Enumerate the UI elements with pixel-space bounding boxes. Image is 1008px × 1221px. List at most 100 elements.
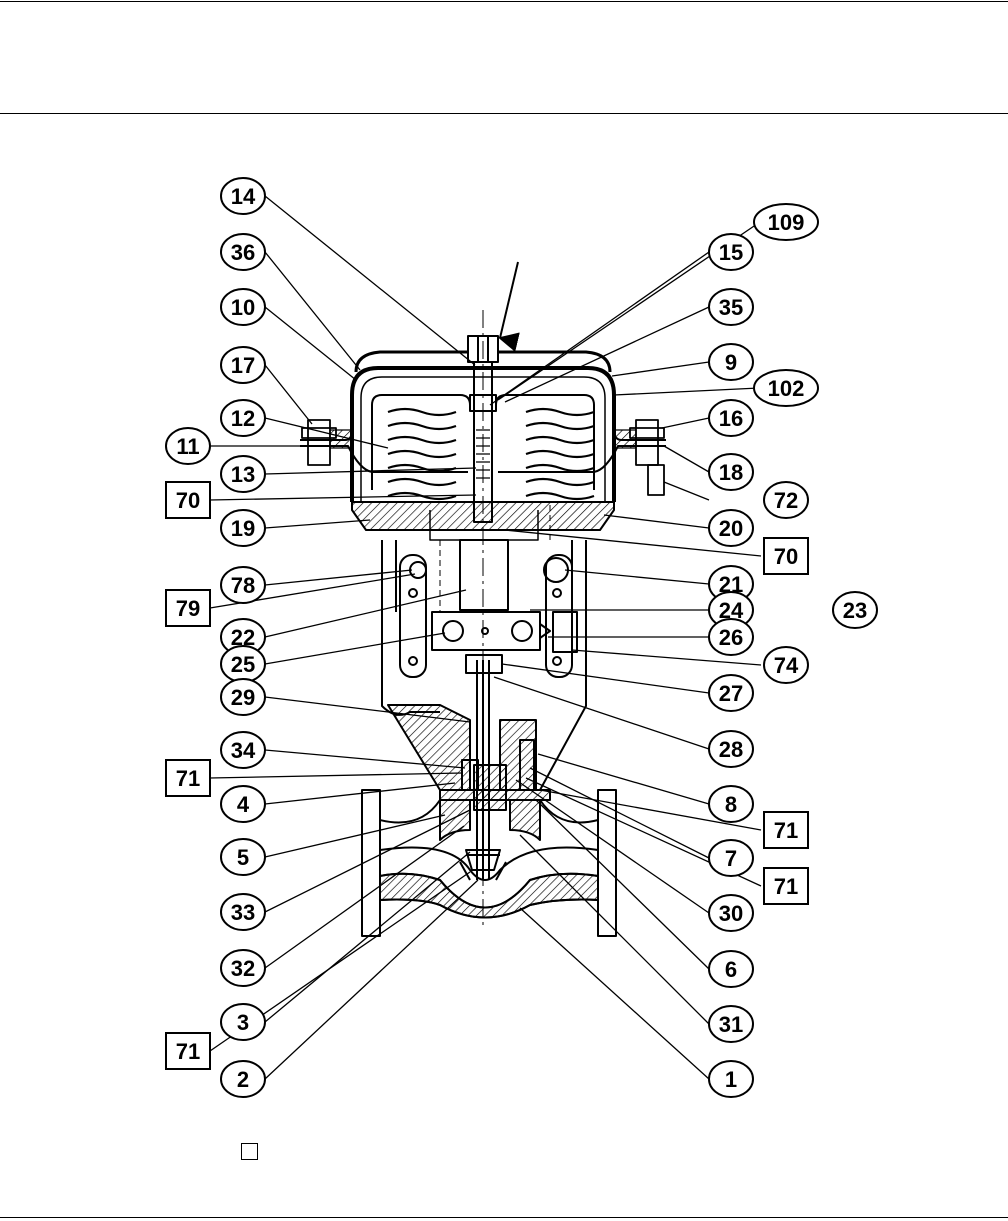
callout-18: 18 (708, 453, 754, 491)
callout-label: 30 (719, 901, 743, 926)
callout-74: 74 (763, 646, 809, 684)
callout-label: 71 (176, 1039, 200, 1064)
leader-lines (209, 195, 762, 1080)
callout-13: 13 (220, 455, 266, 493)
flange-bolts (301, 419, 665, 496)
callout-circle (220, 893, 266, 931)
callout-box (763, 867, 809, 905)
callout-25: 25 (220, 645, 266, 683)
air-supply-arrow (498, 261, 520, 352)
callout-circle (220, 566, 266, 604)
callout-circle (708, 288, 754, 326)
callout-3: 3 (220, 1003, 266, 1041)
callout-label: 102 (768, 376, 805, 401)
callout-label: 29 (231, 685, 255, 710)
callout-10: 10 (220, 288, 266, 326)
callout-label: 7 (725, 846, 737, 871)
callout-circle (708, 730, 754, 768)
callout-circle (832, 591, 878, 629)
callout-label: 109 (768, 210, 805, 235)
callout-34: 34 (220, 731, 266, 769)
callout-circle (220, 455, 266, 493)
callout-109: 109 (753, 203, 819, 241)
callout-label: 1 (725, 1067, 737, 1092)
callout-label: 26 (719, 625, 743, 650)
callout-circle (220, 346, 266, 384)
callout-label: 16 (719, 406, 743, 431)
callout-71: 71 (763, 867, 809, 905)
callout-label: 11 (176, 434, 199, 459)
callout-label: 28 (719, 737, 743, 762)
callout-label: 3 (237, 1010, 249, 1035)
callout-label: 19 (231, 516, 255, 541)
callout-1: 1 (708, 1060, 754, 1098)
callout-16: 16 (708, 399, 754, 437)
callout-circle (708, 839, 754, 877)
callout-label: 79 (176, 596, 200, 621)
callout-label: 8 (725, 792, 737, 817)
callout-circle (220, 731, 266, 769)
callout-circle (753, 203, 819, 241)
callout-70: 70 (763, 537, 809, 575)
callout-72: 72 (763, 481, 809, 519)
callout-circle (708, 950, 754, 988)
callout-circle (220, 678, 266, 716)
top-border-rule (0, 1, 1008, 2)
callout-8: 8 (708, 785, 754, 823)
callout-circle (220, 838, 266, 876)
callout-label: 34 (231, 738, 256, 763)
callout-label: 71 (774, 818, 798, 843)
callout-circle (708, 343, 754, 381)
callout-label: 15 (719, 240, 743, 265)
callout-102: 102 (753, 369, 819, 407)
callout-label: 35 (719, 295, 743, 320)
callout-label: 72 (774, 488, 798, 513)
callout-27: 27 (708, 674, 754, 712)
callout-label: 33 (231, 900, 255, 925)
callout-78: 78 (220, 566, 266, 604)
callout-circle (165, 427, 211, 465)
callout-15: 15 (708, 233, 754, 271)
callout-17: 17 (220, 346, 266, 384)
callout-circle (708, 618, 754, 656)
callout-label: 14 (231, 184, 256, 209)
callout-box (165, 589, 211, 627)
callout-box (763, 537, 809, 575)
callout-33: 33 (220, 893, 266, 931)
callout-71: 71 (763, 811, 809, 849)
callout-box (165, 759, 211, 797)
callout-label: 25 (231, 652, 255, 677)
callout-35: 35 (708, 288, 754, 326)
callout-circle (708, 453, 754, 491)
callout-circle (708, 233, 754, 271)
callout-label: 18 (719, 460, 743, 485)
header-divider-rule (0, 113, 1008, 114)
callout-6: 6 (708, 950, 754, 988)
callout-5: 5 (220, 838, 266, 876)
callout-circle (220, 177, 266, 215)
callout-32: 32 (220, 949, 266, 987)
valve-body (361, 789, 617, 937)
callout-circle (220, 1003, 266, 1041)
callout-23: 23 (832, 591, 878, 629)
legend-box-symbol (241, 1143, 258, 1160)
callout-circle (708, 1060, 754, 1098)
callout-label: 20 (719, 516, 743, 541)
callout-circle (220, 949, 266, 987)
callout-circle (763, 481, 809, 519)
callout-label: 74 (774, 653, 799, 678)
callout-label: 70 (774, 544, 798, 569)
callout-label: 36 (231, 240, 255, 265)
callout-label: 78 (231, 573, 255, 598)
callout-label: 10 (231, 295, 255, 320)
valve-drawing (300, 261, 666, 937)
callout-circle (753, 369, 819, 407)
callout-20: 20 (708, 509, 754, 547)
stem-connector (431, 611, 578, 674)
callout-circle (708, 509, 754, 547)
callout-9: 9 (708, 343, 754, 381)
callout-label: 71 (176, 766, 200, 791)
callout-label: 6 (725, 957, 737, 982)
callout-circle (708, 399, 754, 437)
